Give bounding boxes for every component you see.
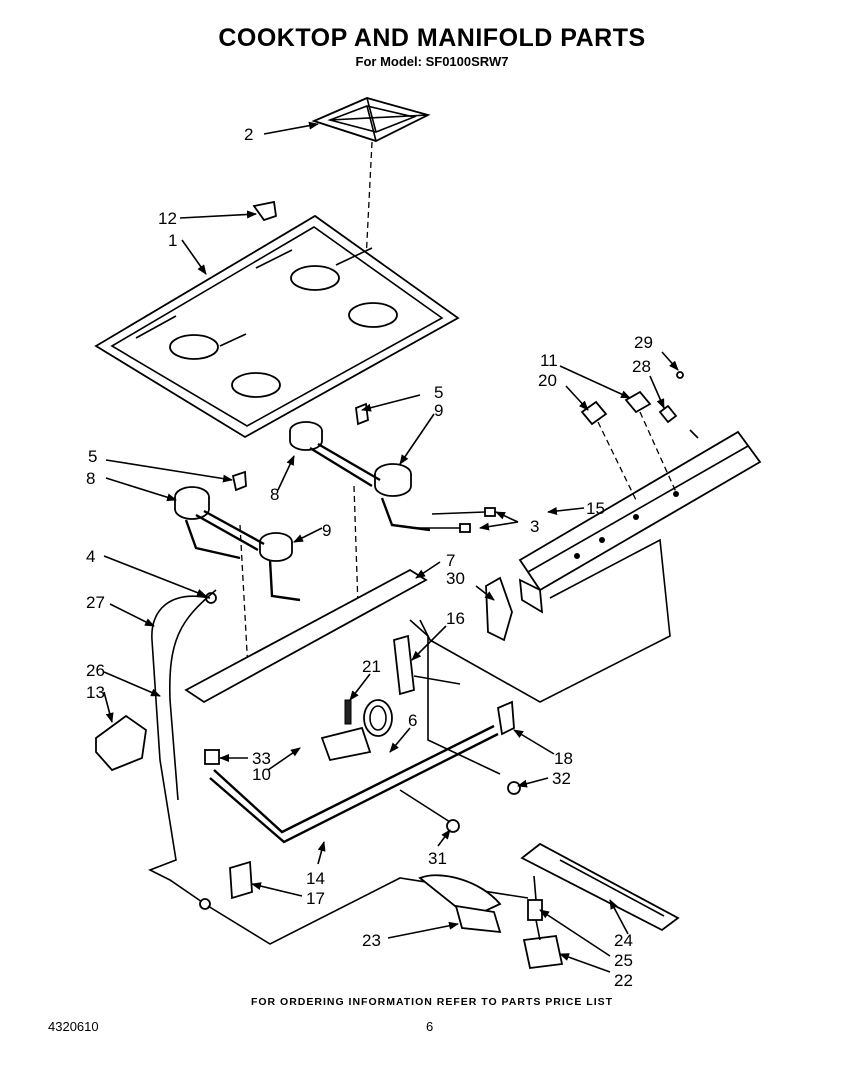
callout-7: 7 [446, 551, 455, 570]
leader-lines [103, 121, 679, 973]
callout-14: 14 [306, 869, 325, 888]
manifold-panel [419, 430, 762, 703]
bracket-30 [485, 576, 513, 642]
callout-26: 26 [86, 661, 105, 680]
burner-grate [311, 97, 431, 142]
callout-3: 3 [530, 517, 539, 536]
safety-valve [344, 634, 461, 725]
screw-31 [446, 819, 460, 833]
callout-5-upper: 5 [434, 383, 443, 402]
spacer-33 [204, 749, 220, 765]
callout-30: 30 [446, 569, 465, 588]
document-number: 4320610 [48, 1019, 99, 1034]
callout-9-lower: 9 [322, 521, 331, 540]
callout-2: 2 [244, 125, 253, 144]
front-burner-assembly [174, 470, 301, 602]
callout-24: 24 [614, 931, 633, 950]
screw-32 [507, 781, 521, 795]
callout-17: 17 [306, 889, 325, 908]
callout-18: 18 [554, 749, 573, 768]
callout-5-lower: 5 [88, 447, 97, 466]
callout-27: 27 [86, 593, 105, 612]
callout-15: 15 [586, 499, 605, 518]
oven-burner [418, 842, 680, 969]
callout-29: 29 [634, 333, 653, 352]
callout-23: 23 [362, 931, 381, 950]
burner-orifices [412, 507, 496, 533]
callout-21: 21 [362, 657, 381, 676]
callout-6: 6 [408, 711, 417, 730]
manifold-pipe [209, 732, 499, 844]
gas-tube-27 [148, 595, 211, 905]
page-number: 6 [426, 1019, 434, 1034]
page-title: COOKTOP AND MANIFOLD PARTS [218, 24, 646, 52]
bracket-18 [497, 700, 515, 736]
bracket-17 [229, 860, 253, 900]
callout-12: 12 [158, 209, 177, 228]
callout-28: 28 [632, 357, 651, 376]
callout-10: 10 [252, 765, 271, 784]
cooktop-clip [252, 200, 277, 222]
pressure-regulator [95, 714, 147, 772]
callout-16: 16 [446, 609, 465, 628]
callout-20: 20 [538, 371, 557, 390]
callout-13: 13 [86, 683, 105, 702]
callout-8-upper: 8 [270, 485, 279, 504]
callout-32: 32 [552, 769, 571, 788]
callout-8-lower: 8 [86, 469, 95, 488]
cooktop [94, 214, 460, 439]
burner-support [184, 568, 428, 704]
callout-1: 1 [168, 231, 177, 250]
regulator-spring [320, 699, 393, 762]
rear-burner-assembly [289, 402, 431, 532]
callout-25: 25 [614, 951, 633, 970]
callout-33: 33 [252, 749, 271, 768]
model-subtitle: For Model: SF0100SRW7 [355, 54, 509, 69]
callout-11: 11 [540, 351, 558, 370]
callout-31: 31 [428, 849, 447, 868]
callout-22: 22 [614, 971, 633, 990]
callout-4: 4 [86, 547, 95, 566]
control-knobs [580, 371, 699, 439]
callout-9-upper: 9 [434, 401, 443, 420]
ordering-note: FOR ORDERING INFORMATION REFER TO PARTS … [250, 996, 614, 1008]
